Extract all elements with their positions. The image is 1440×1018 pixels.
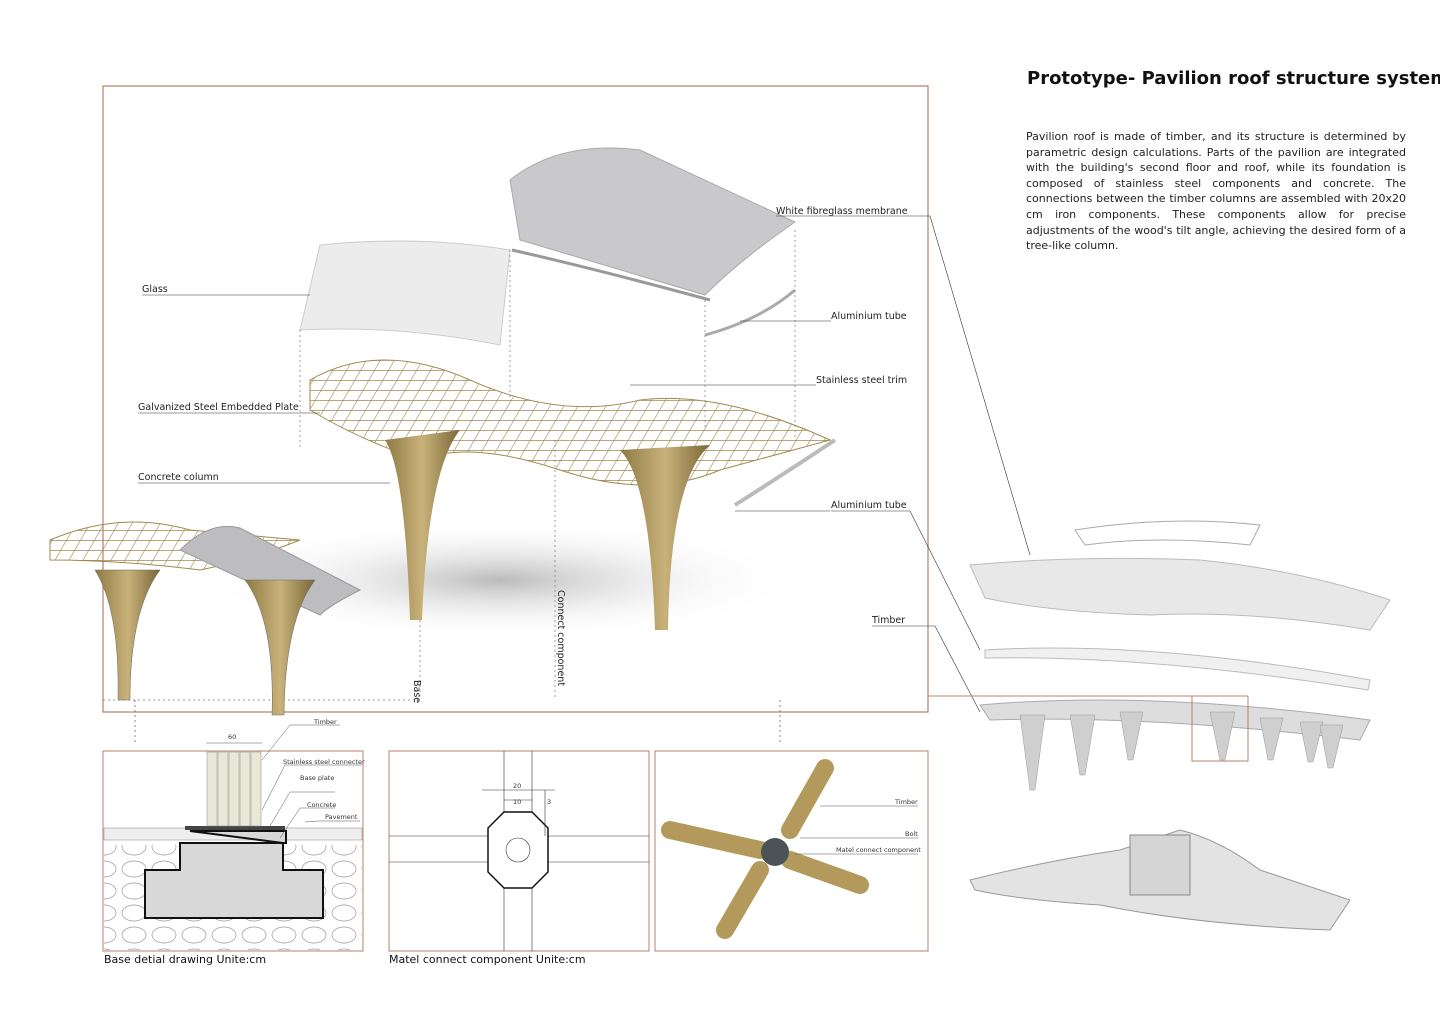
connect-plan-caption: Matel connect component Unite:cm (389, 953, 586, 966)
description-text: Pavilion roof is made of timber, and its… (1026, 130, 1406, 253)
dimension-20: 20 (513, 782, 521, 790)
timber-column-left (385, 430, 460, 620)
render-label-timber: Timber (894, 798, 918, 806)
label-glass: Glass (142, 284, 168, 295)
base-label-timber: Timber (313, 718, 337, 726)
base-label-concrete: Concrete (307, 801, 336, 809)
render-label-connect: Matel connect component (836, 846, 921, 854)
connect-component-render: Timber Bolt Matel connect component (654, 750, 929, 952)
dimension-3: 3 (547, 798, 551, 806)
label-timber: Timber (871, 615, 905, 626)
roof-shell (969, 557, 1391, 631)
connect-component-plan: 20 10 3 Matel connect component Unite:cm (388, 750, 650, 966)
render-label-bolt: Bolt (905, 830, 918, 838)
dimension-60: 60 (228, 733, 236, 741)
page-title: Prototype- Pavilion roof structure syste… (1027, 68, 1440, 89)
membrane-panel (509, 147, 797, 296)
label-base: Base (411, 680, 422, 703)
timber-grid-roof (309, 359, 832, 486)
main-callouts (138, 215, 1031, 713)
label-steel-trim: Stainless steel trim (816, 375, 907, 386)
label-embedded-plate: Galvanized Steel Embedded Plate (138, 402, 299, 413)
base-detail-caption: Base detial drawing Unite:cm (104, 953, 266, 966)
timber-column-right (620, 445, 710, 630)
base-label-pavement: Pavement (325, 813, 358, 821)
label-connect-component: Connect component (555, 590, 566, 686)
base-label-steel-connecter: Stainless steel connecter (283, 758, 365, 766)
label-membrane: White fibreglass membrane (776, 206, 908, 217)
pavilion-perspective-render (49, 521, 362, 716)
base-label-base-plate: Base plate (300, 774, 334, 782)
glass-panel (299, 240, 511, 346)
main-frame (102, 85, 929, 713)
building-exploded-axonometric (928, 520, 1391, 931)
label-aluminium-tube-2: Aluminium tube (831, 500, 907, 511)
label-aluminium-tube-1: Aluminium tube (831, 311, 907, 322)
dimension-10: 10 (513, 798, 521, 806)
label-concrete-column: Concrete column (138, 472, 219, 483)
base-detail-drawing: 60 Timber Stainless steel connecter Base… (102, 718, 365, 966)
exploded-pavilion-model (103, 147, 837, 701)
